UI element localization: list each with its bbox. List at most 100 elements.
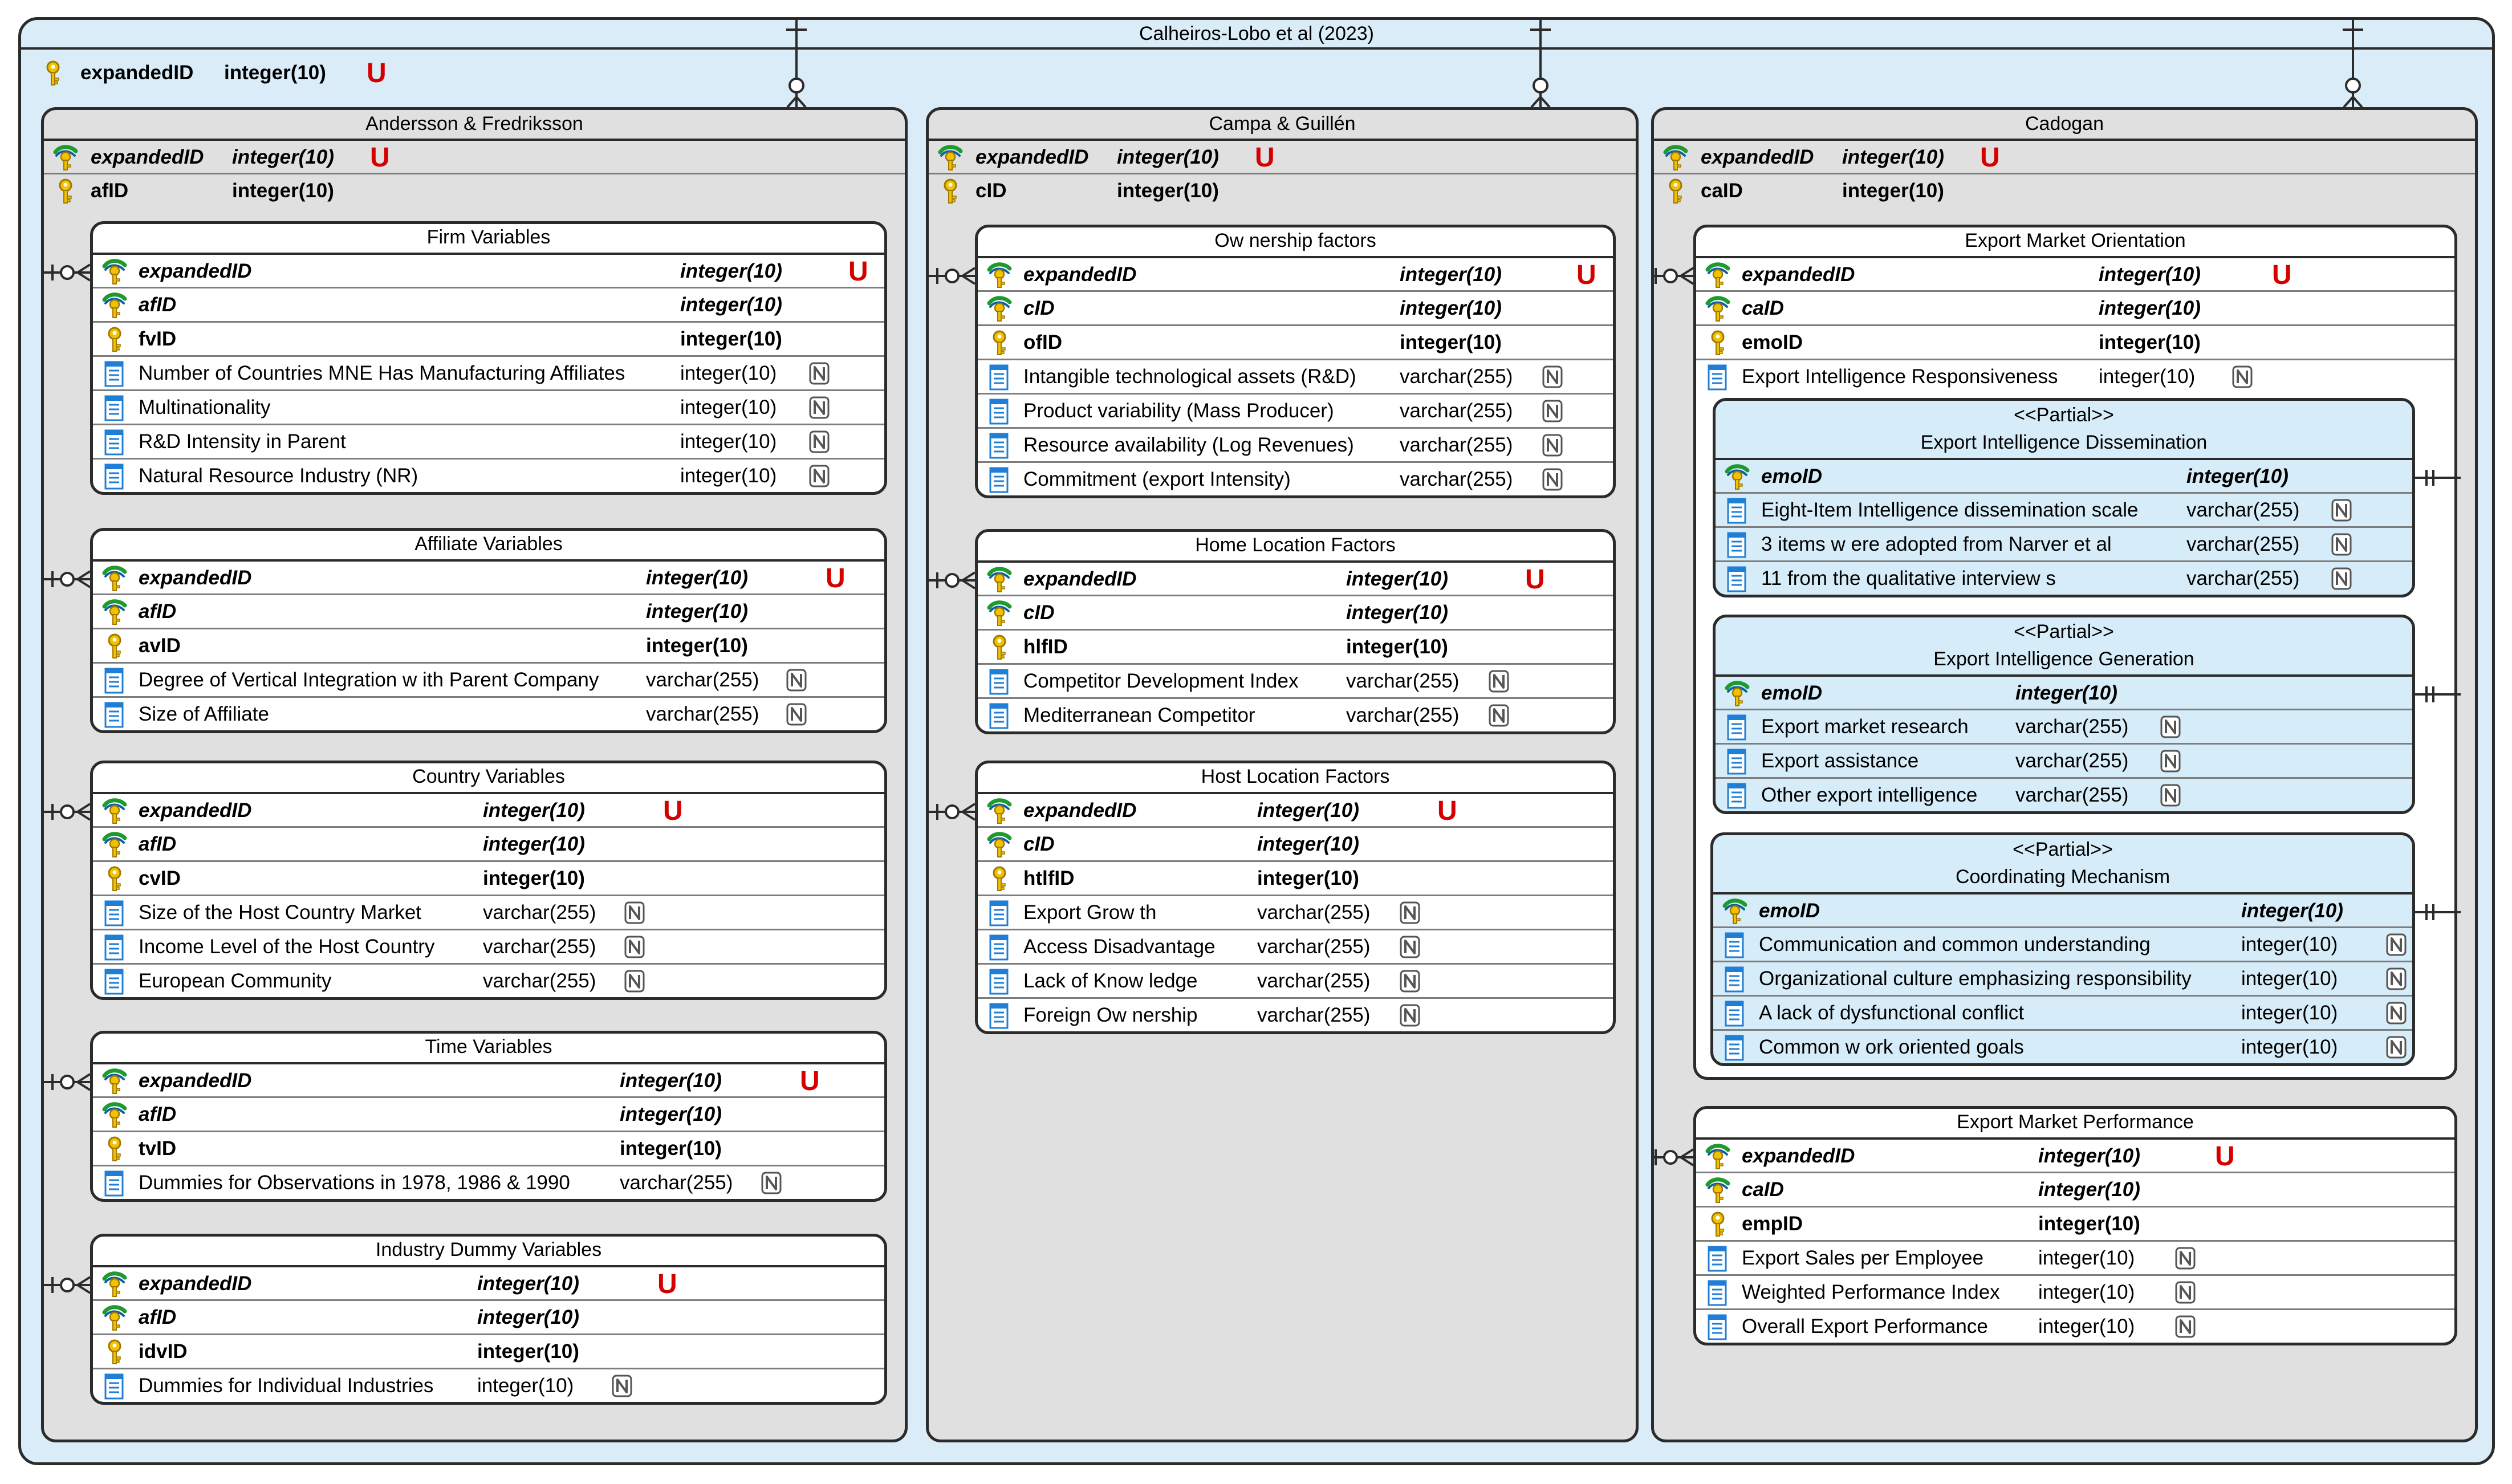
- nullable-badge-icon: [2331, 567, 2352, 590]
- field-row[interactable]: Eight-Item Intelligence dissemination sc…: [1716, 492, 2412, 528]
- field-row[interactable]: Degree of Vertical Integration w ith Par…: [93, 662, 884, 698]
- column-entity-title: Andersson & Fredriksson: [365, 113, 583, 135]
- root-key-type: integer(10): [224, 62, 326, 84]
- field-row[interactable]: Product variability (Mass Producer)varch…: [978, 393, 1613, 429]
- field-row[interactable]: Dummies for Observations in 1978, 1986 &…: [93, 1165, 884, 1199]
- field-name: tvID: [139, 1137, 177, 1160]
- primary-key-icon: [987, 865, 1012, 893]
- field-type: integer(10): [680, 294, 782, 316]
- field-type: integer(10): [232, 180, 334, 202]
- field-type: integer(10): [477, 1340, 579, 1363]
- field-row[interactable]: Number of Countries MNE Has Manufacturin…: [93, 355, 884, 391]
- field-name: Degree of Vertical Integration w ith Par…: [139, 669, 599, 691]
- table-entity[interactable]: <<Partial>>Export Intelligence Dissemina…: [1713, 398, 2415, 597]
- field-row[interactable]: Resource availability (Log Revenues)varc…: [978, 427, 1613, 463]
- nullable-badge-icon: [1489, 704, 1509, 727]
- column-icon: [1722, 1000, 1747, 1027]
- column-entity-title: Campa & Guillén: [1209, 113, 1356, 135]
- table-entity[interactable]: <<Partial>>Export Intelligence Generatio…: [1713, 615, 2415, 814]
- field-row[interactable]: Organizational culture emphasizing respo…: [1713, 961, 2412, 997]
- field-row[interactable]: Natural Resource Industry (NR)integer(10…: [93, 458, 884, 492]
- field-row[interactable]: Commitment (export Intensity)varchar(255…: [978, 461, 1613, 495]
- field-type: varchar(255): [483, 936, 596, 958]
- field-row[interactable]: Intangible technological assets (R&D)var…: [978, 359, 1613, 395]
- column-icon: [987, 968, 1012, 995]
